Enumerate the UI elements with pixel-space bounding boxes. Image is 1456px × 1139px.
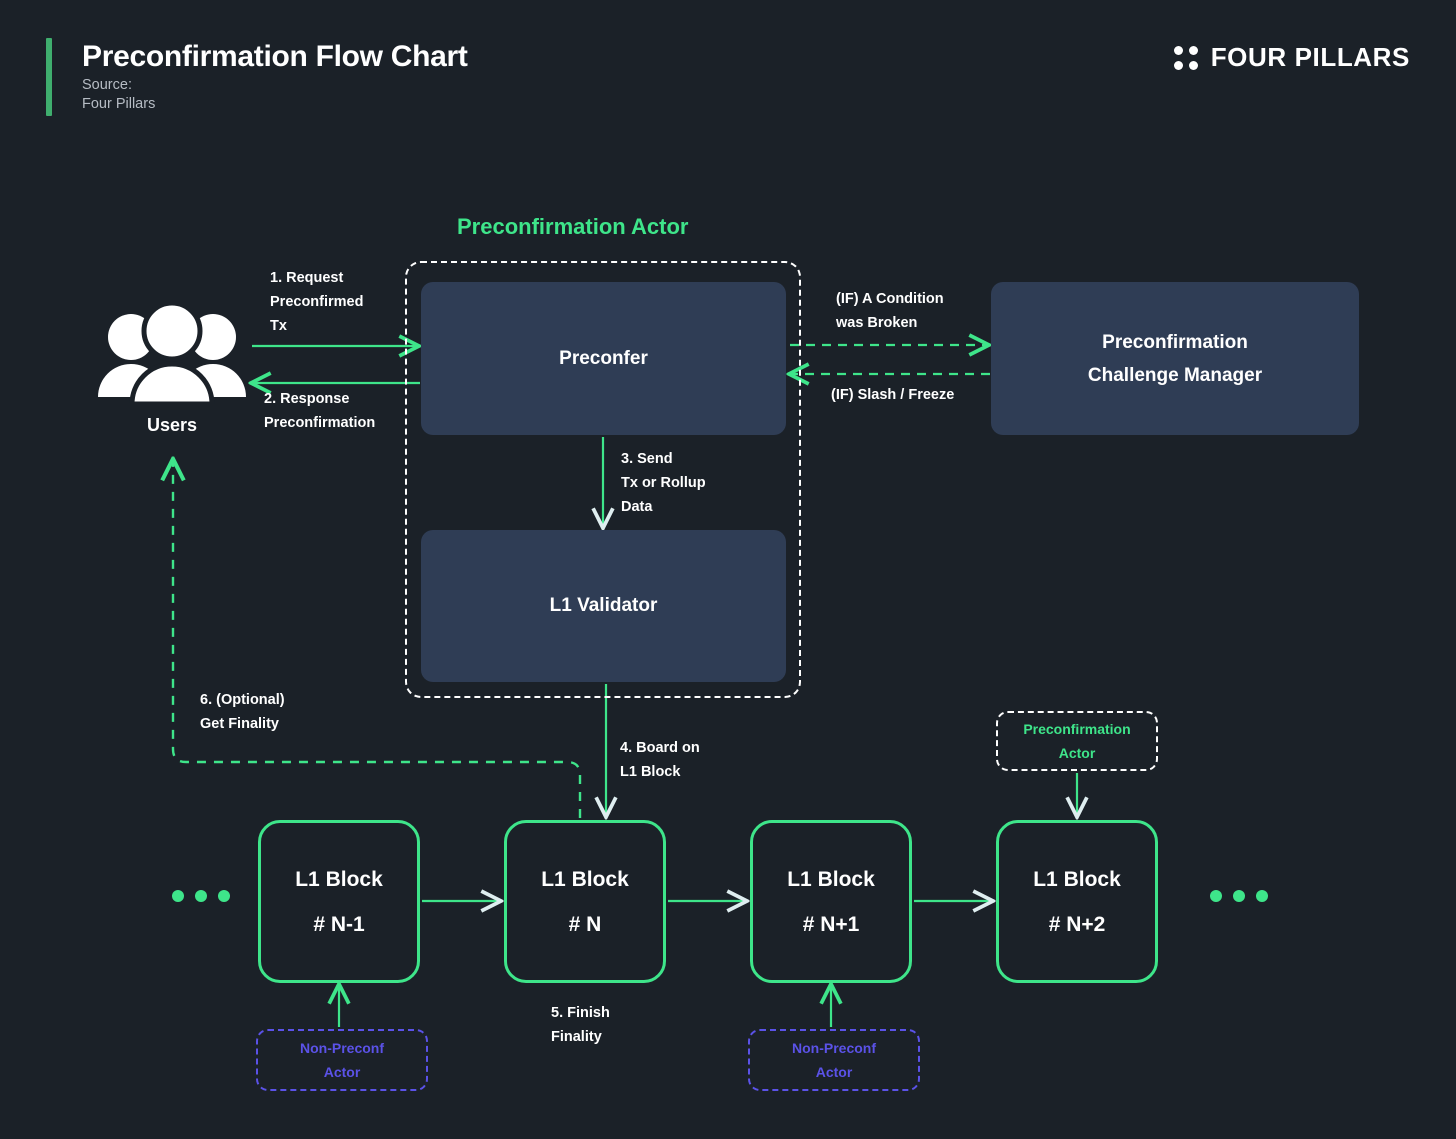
block-number: # N+1	[802, 912, 860, 936]
block-title: L1 Block	[295, 867, 383, 891]
label-condition-broken: (IF) A Condition was Broken	[836, 291, 944, 331]
users-group-icon	[96, 300, 248, 410]
source-caption: Source: Four Pillars	[82, 77, 156, 112]
badge-preconfirmation-actor[interactable]: Preconfirmation Actor	[996, 711, 1158, 771]
block-title: L1 Block	[541, 867, 629, 891]
l1-block-n-plus-2[interactable]: L1 Block # N+2	[996, 820, 1158, 983]
brand-logo: FOUR PILLARS	[1173, 42, 1410, 73]
accent-bar	[46, 38, 52, 116]
label-step-5: 5. Finish Finality	[551, 1005, 610, 1045]
block-title: L1 Block	[1033, 867, 1121, 891]
ellipsis-right-icon	[1210, 890, 1268, 902]
label-slash-freeze: (IF) Slash / Freeze	[831, 387, 955, 403]
users-icon-svg	[98, 300, 246, 407]
users-label: Users	[146, 415, 198, 435]
ellipsis-left-icon	[172, 890, 230, 902]
label-step-1: 1. Request Preconfirmed Tx	[270, 270, 364, 334]
l1-block-n[interactable]: L1 Block # N	[504, 820, 666, 983]
l1-block-n-plus-1[interactable]: L1 Block # N+1	[750, 820, 912, 983]
label-step-6: 6. (Optional) Get Finality	[200, 692, 285, 732]
block-number: # N+2	[1048, 912, 1106, 936]
group-title-preconfirmation-actor: Preconfirmation Actor	[457, 214, 689, 239]
block-number: # N-1	[313, 912, 365, 936]
node-l1-validator[interactable]: L1 Validator	[421, 530, 786, 682]
node-preconfer[interactable]: Preconfer	[421, 282, 786, 435]
l1-block-n-minus-1[interactable]: L1 Block # N-1	[258, 820, 420, 983]
badge-non-preconf-actor-right[interactable]: Non-Preconf Actor	[748, 1029, 920, 1091]
block-title: L1 Block	[787, 867, 875, 891]
block-number: # N	[568, 912, 602, 936]
label-step-3: 3. Send Tx or Rollup Data	[621, 451, 706, 515]
preconfirmation-actor-container	[405, 261, 801, 698]
brand-name: FOUR PILLARS	[1210, 42, 1410, 72]
four-dots-icon	[1173, 45, 1198, 70]
node-preconfirmation-challenge-manager[interactable]: Preconfirmation Challenge Manager	[991, 282, 1359, 435]
page-title: Preconfirmation Flow Chart	[82, 40, 468, 73]
badge-non-preconf-actor-left[interactable]: Non-Preconf Actor	[256, 1029, 428, 1091]
label-step-4: 4. Board on L1 Block	[620, 740, 700, 780]
label-step-2: 2. Response Preconfirmation	[264, 391, 376, 431]
